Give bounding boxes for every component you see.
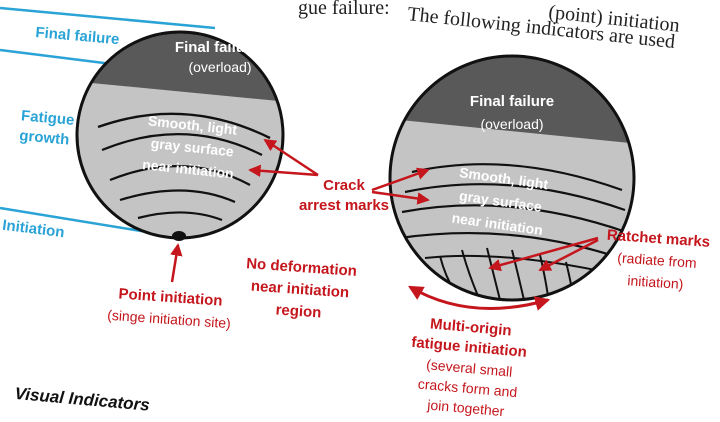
label-growth: growth — [19, 127, 70, 148]
crack-arrow-right-upper — [371, 167, 430, 192]
crack-arrow-left-upper — [263, 138, 319, 177]
multi-origin-arc-arrow — [408, 285, 551, 311]
visual-indicators-heading: Visual Indicators — [14, 384, 151, 415]
crack-arrow-right-lower — [371, 190, 430, 205]
initiation-point — [172, 231, 186, 241]
label-final-failure: Final failure — [35, 24, 120, 48]
left-overload-label: (overload) — [188, 59, 251, 75]
crack-arrow-left-lower — [248, 164, 319, 178]
multi-origin-sublabel-1: (several small — [426, 356, 513, 379]
multi-origin-sublabel-3: join together — [426, 396, 505, 419]
right-final-failure-label: Final failure — [470, 93, 554, 110]
label-fatigue: Fatigue — [20, 107, 75, 129]
ratchet-sublabel-1: (radiate from — [617, 249, 697, 270]
point-initiation-arrow — [170, 243, 183, 283]
ratchet-arrow-1 — [488, 236, 599, 272]
no-deformation-label-2: near initiation — [250, 278, 349, 302]
final-failure-boundary-line — [0, 6, 216, 30]
crack-label-2: arrest marks — [299, 197, 389, 214]
label-initiation: Initiation — [1, 217, 65, 241]
right-overload-label: (overload) — [480, 116, 543, 132]
point-initiation-sublabel: (singe initiation site) — [107, 307, 232, 332]
crack-label-1: Crack — [323, 177, 365, 194]
ratchet-sublabel-2: initiation) — [627, 272, 684, 292]
left-fracture-surface — [75, 30, 285, 241]
left-final-failure-label: Final failure — [175, 39, 259, 56]
no-deformation-label-3: region — [275, 301, 322, 321]
no-deformation-label-1: No deformation — [246, 255, 358, 280]
ratchet-label: Ratchet marks — [606, 227, 710, 251]
point-initiation-label: Point initiation — [118, 285, 223, 309]
ratchet-arrow-2 — [538, 238, 599, 272]
annotation-arrows — [170, 138, 599, 311]
page-text-fragment: gue failure: — [298, 0, 390, 19]
fatigue-boundary-line — [0, 48, 113, 66]
